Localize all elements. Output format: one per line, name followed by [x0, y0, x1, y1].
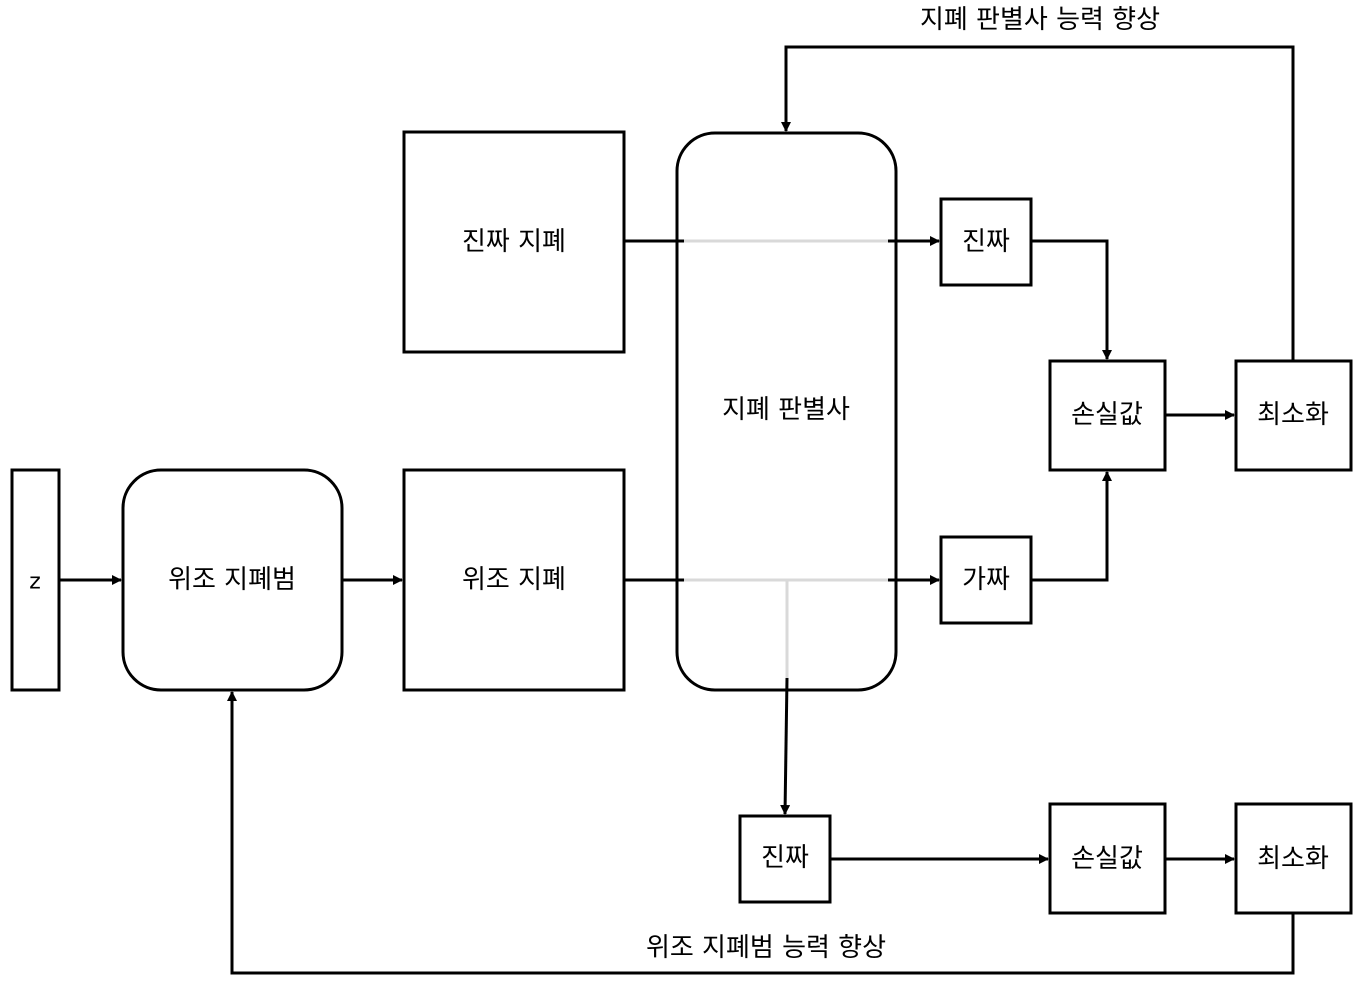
loss-bottom-box: [1048, 802, 1167, 915]
minimize-top-label: 최소화: [1257, 400, 1329, 430]
arrow-feedback-generator: [227, 691, 1295, 975]
real-label-top-text: 진짜: [962, 227, 1010, 257]
minimize-top-box: [1234, 359, 1353, 472]
generator-improve-label: 위조 지폐범 능력 향상: [646, 933, 886, 963]
generator-label: 위조 지폐범: [168, 565, 296, 595]
real-label-bottom-box: [738, 814, 832, 904]
loss-bottom-label: 손실값: [1071, 844, 1143, 874]
z-input-label: z: [29, 570, 41, 595]
minimize-bottom-label: 최소화: [1257, 844, 1329, 874]
arrow-feedback-discriminator: [781, 45, 1295, 361]
fake-notes-label: 위조 지폐: [462, 565, 566, 595]
discriminator-label: 지폐 판별사: [722, 395, 850, 425]
real-label-top-box: [939, 197, 1033, 287]
arrow-fake-label-to-loss-top: [1031, 471, 1112, 582]
arrow-real-label-to-loss-top: [1031, 239, 1112, 360]
arrow-discriminator-to-real-label-bottom: [780, 677, 791, 815]
fake-label-text: 가짜: [962, 565, 1010, 595]
real-label-bottom-text: 진짜: [761, 843, 809, 873]
loss-top-label: 손실값: [1071, 400, 1143, 430]
real-notes-label: 진짜 지폐: [462, 227, 566, 257]
discriminator-improve-label: 지폐 판별사 능력 향상: [920, 5, 1160, 35]
fake-label-box: [939, 535, 1033, 625]
z-input-box: [10, 468, 61, 692]
